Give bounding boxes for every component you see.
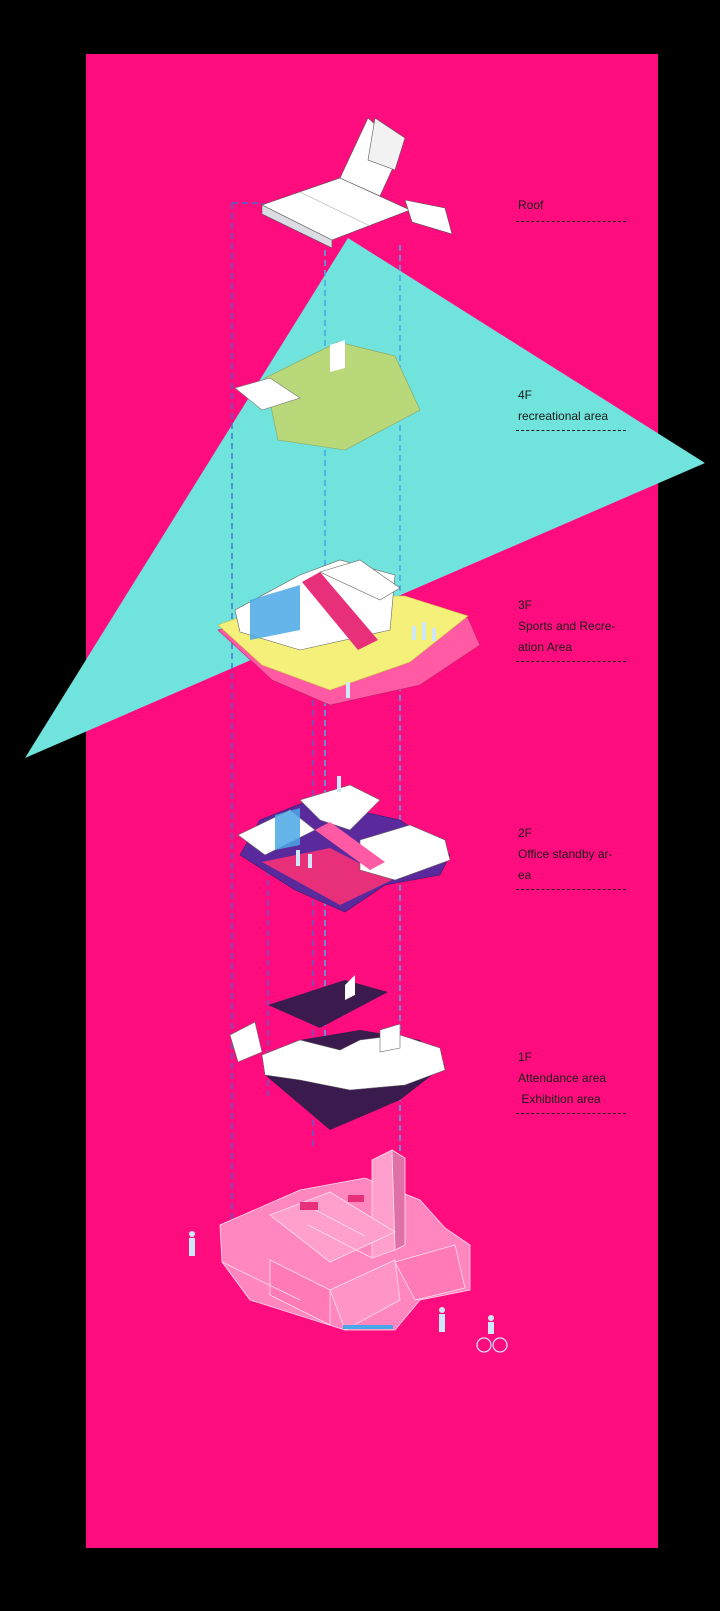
label-1f: 1F Attendance area Exhibition area (518, 1050, 607, 1106)
label-4f-divider (516, 430, 626, 431)
label-2f-divider (516, 889, 626, 890)
label-roof: Roof (518, 198, 544, 212)
roof-layer (261, 117, 453, 249)
floor-4f-layer (234, 340, 421, 451)
view-cone (25, 238, 705, 758)
label-2f: 2F Office standby ar- ea (518, 826, 613, 882)
floor-2f-layer (237, 776, 451, 913)
label-4f: 4F recreational area (518, 388, 609, 423)
label-3f-divider (516, 661, 626, 662)
label-3f: 3F Sports and Recre- ation Area (518, 598, 616, 654)
label-1f-divider (516, 1113, 626, 1114)
base-building (219, 1149, 471, 1331)
floor-1f-layer (229, 975, 446, 1130)
floor-3f-layer (217, 559, 481, 706)
people-figures (189, 1231, 508, 1353)
label-roof-divider (516, 221, 626, 222)
